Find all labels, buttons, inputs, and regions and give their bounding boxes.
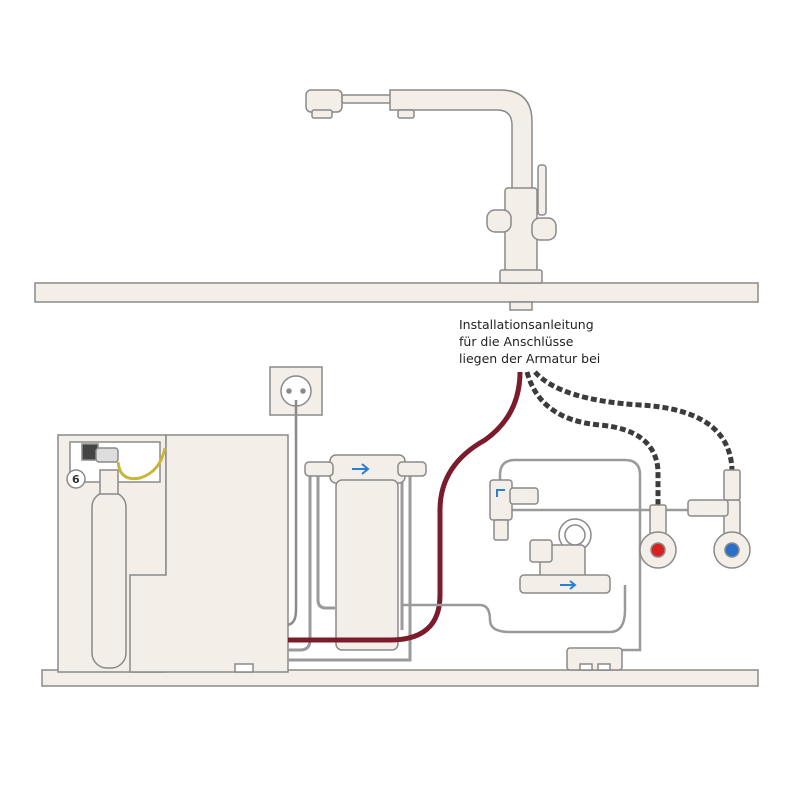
installation-note: Installationsanleitung für die Anschlüss… xyxy=(459,316,600,367)
angle-valve-icon xyxy=(639,469,751,569)
hot-hose xyxy=(288,371,523,643)
faucet-icon xyxy=(305,89,557,311)
co2-badge: 6 xyxy=(72,473,80,486)
countertop xyxy=(34,282,759,303)
flow-arrow-reducer xyxy=(560,580,577,590)
return-line xyxy=(498,458,642,652)
co2-bottle-icon xyxy=(66,443,127,669)
co2-gas-line xyxy=(116,447,167,481)
pressure-reducer-icon xyxy=(519,518,611,594)
cabinet-floor xyxy=(41,669,759,687)
note-line-1: Installationsanleitung xyxy=(459,317,594,332)
note-line-2: für die Anschlüsse xyxy=(459,334,574,349)
braided-hose-hot xyxy=(524,371,661,535)
leak-sensor-icon xyxy=(566,647,623,671)
braided-hose-cold xyxy=(533,370,735,535)
flow-arrow-t xyxy=(496,489,505,497)
filter-icon xyxy=(304,454,427,651)
note-line-3: liegen der Armatur bei xyxy=(459,351,601,366)
drain-line xyxy=(402,585,627,634)
flow-arrow xyxy=(352,463,370,475)
t-piece xyxy=(489,479,539,541)
